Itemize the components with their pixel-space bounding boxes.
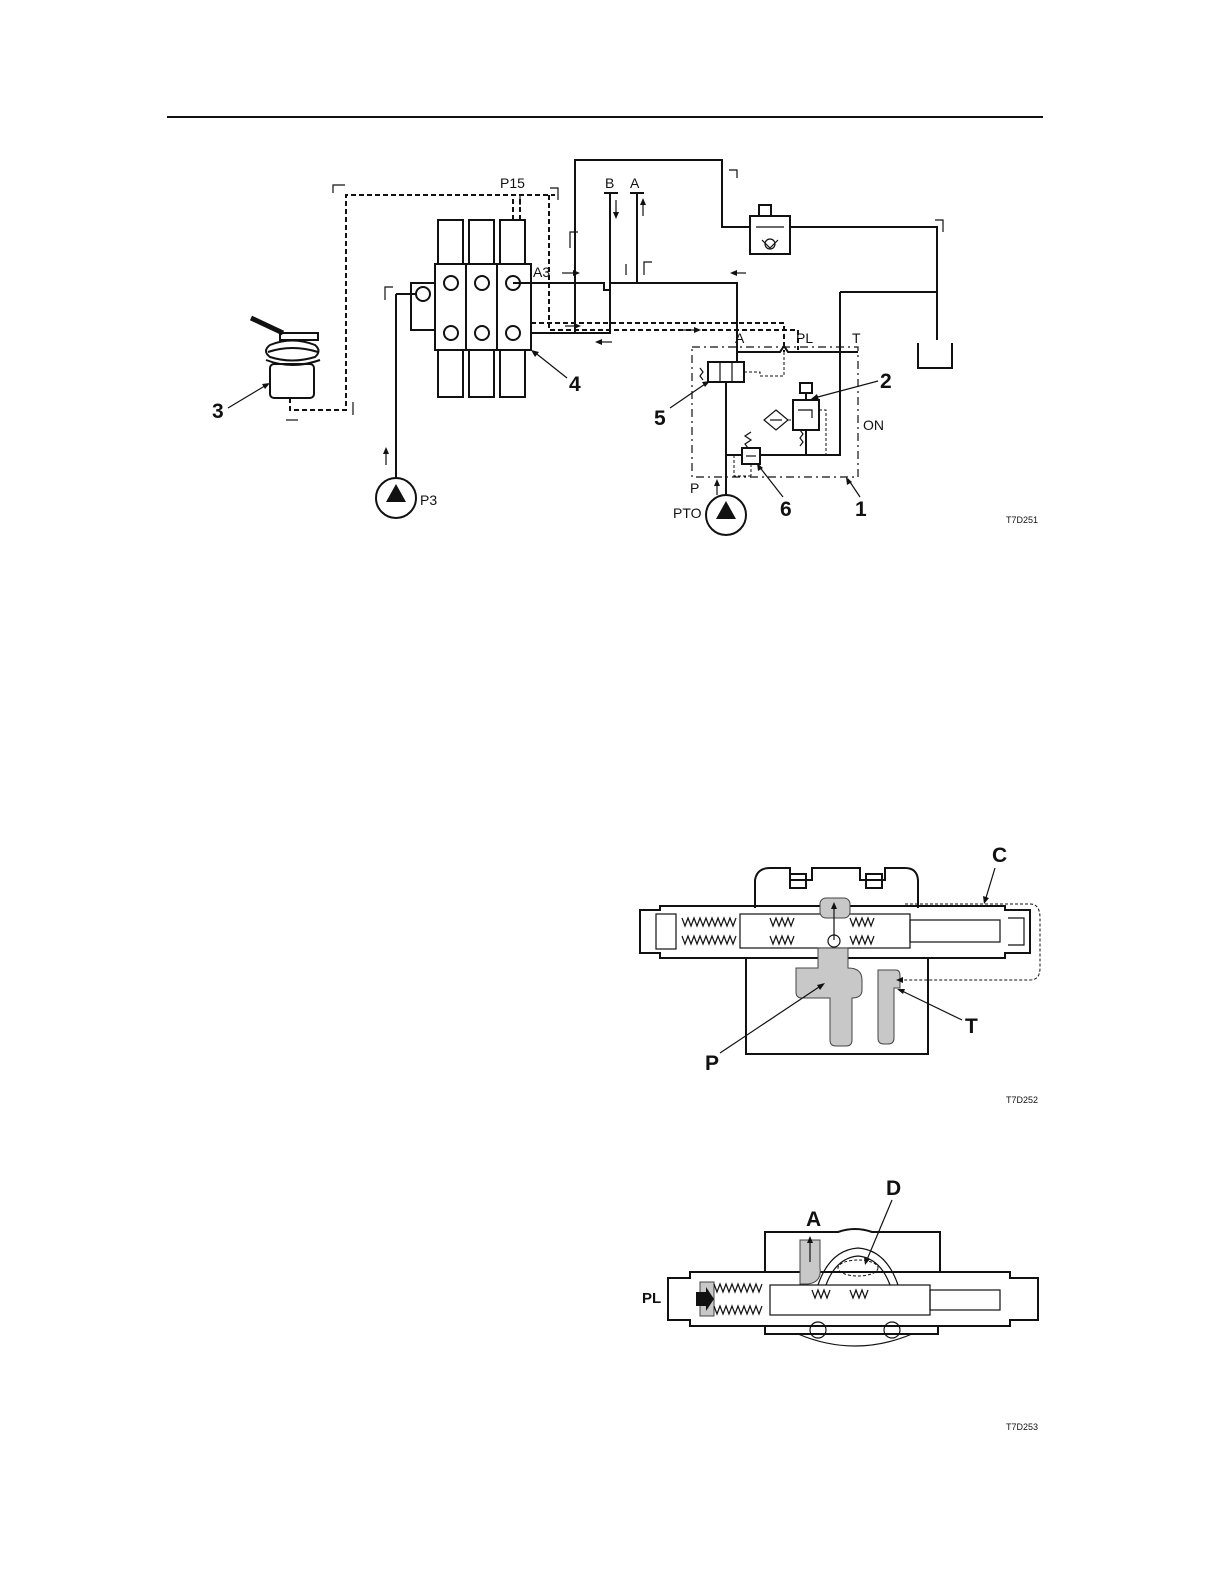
figure-ref-2: T7D252 (1006, 1095, 1038, 1105)
label-a-section: A (806, 1208, 821, 1231)
tank (918, 343, 952, 368)
figure-ref-3: T7D253 (1006, 1422, 1038, 1432)
callout-5: 5 (654, 407, 666, 430)
label-d: D (886, 1177, 901, 1200)
valve-5 (700, 346, 858, 455)
label-a: A (630, 175, 640, 191)
label-t-section: T (965, 1015, 978, 1038)
label-c: C (992, 844, 1007, 867)
valve-section-2: A D PL T7D253 (642, 1177, 1038, 1432)
label-pl-section: PL (642, 1290, 661, 1307)
label-pto: PTO (673, 505, 702, 521)
valve-section-1: C P T T7D252 (640, 844, 1040, 1105)
label-a-port: A (735, 330, 745, 346)
figure-ref-1: T7D251 (1006, 515, 1038, 525)
hydraulic-schematic: P3 P15 B (212, 160, 1038, 535)
label-b: B (605, 175, 614, 191)
label-pl: PL (796, 330, 813, 346)
control-valve-bank (411, 220, 531, 397)
callout-1: 1 (855, 498, 867, 521)
callout-3: 3 (212, 400, 224, 423)
callout-6: 6 (780, 498, 792, 521)
label-p-section: P (705, 1052, 719, 1075)
label-a3: A3 (533, 264, 550, 280)
pump-pto: P PTO (673, 455, 746, 535)
callout-2: 2 (880, 370, 892, 393)
pump-p3: P3 (376, 287, 437, 518)
callout-4: 4 (569, 373, 581, 396)
label-p: P (690, 480, 699, 496)
flow-arrows (562, 170, 943, 345)
label-p15: P15 (500, 175, 525, 191)
valve-2 (764, 383, 826, 455)
label-on: ON (863, 417, 884, 433)
valve-assembly-1 (692, 347, 858, 477)
check-valve (750, 205, 790, 254)
label-t: T (852, 330, 861, 346)
label-p3: P3 (420, 492, 437, 508)
